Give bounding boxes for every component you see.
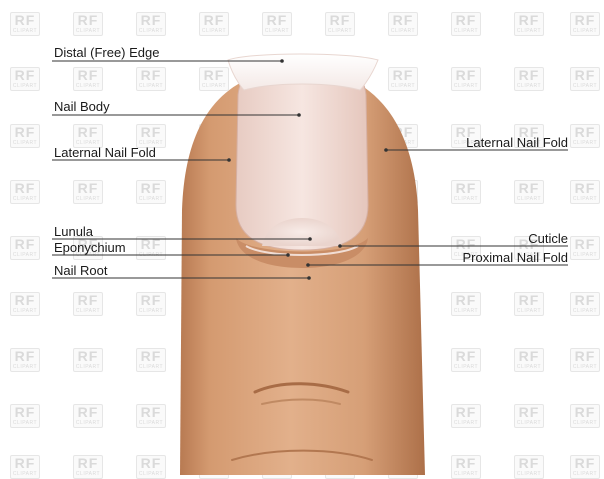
label-nail-root: Nail Root: [54, 264, 107, 278]
label-distal-edge: Distal (Free) Edge: [54, 46, 159, 60]
label-lunula: Lunula: [54, 225, 93, 239]
leader-dot: [280, 59, 284, 63]
leader-dot: [306, 263, 310, 267]
leader-dot: [308, 237, 312, 241]
leader-dot: [307, 276, 311, 280]
leader-dot: [297, 113, 301, 117]
leader-dot: [338, 244, 342, 248]
label-lateral-fold-right: Laternal Nail Fold: [466, 136, 568, 150]
leader-dot: [227, 158, 231, 162]
label-lateral-fold-left: Laternal Nail Fold: [54, 146, 156, 160]
leader-dot: [286, 253, 290, 257]
label-cuticle: Cuticle: [528, 232, 568, 246]
label-nail-body: Nail Body: [54, 100, 110, 114]
label-eponychium: Eponychium: [54, 241, 126, 255]
label-proximal-fold: Proximal Nail Fold: [463, 251, 568, 265]
leader-dot: [384, 148, 388, 152]
